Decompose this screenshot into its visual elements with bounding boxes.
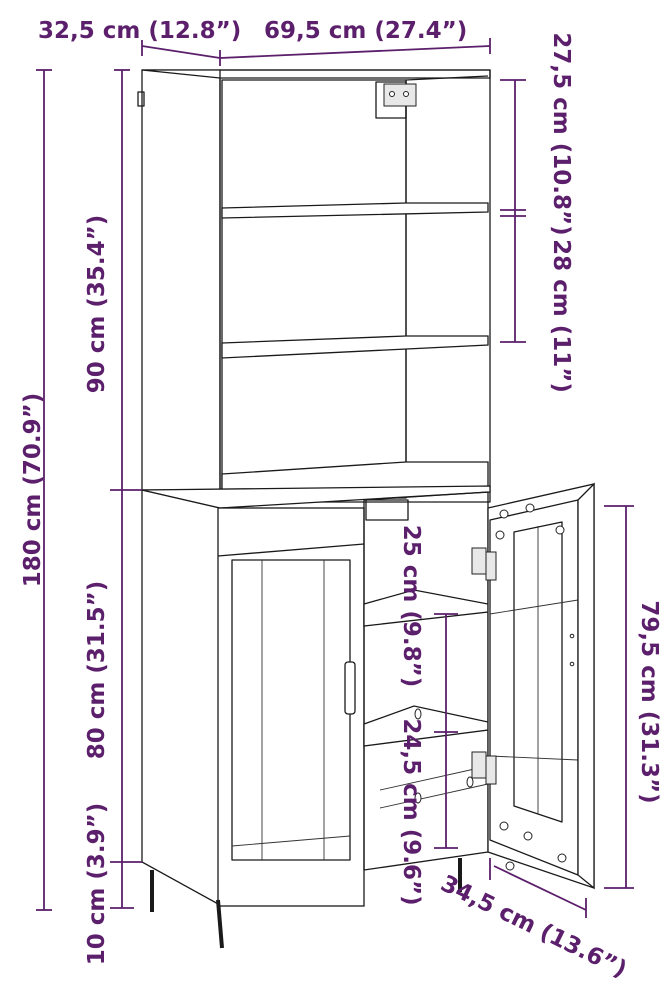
dimension-lines <box>36 38 634 918</box>
total-height-label: 180 cm (70.9”) <box>20 393 46 588</box>
lower-height-label: 80 cm (31.5”) <box>84 581 110 760</box>
lower-cabinet <box>141 485 491 949</box>
upper-height-label: 90 cm (35.4”) <box>84 215 110 394</box>
depth-top-label: 32,5 cm (12.8”) <box>38 18 241 44</box>
door-height-label: 79,5 cm (31.3”) <box>636 600 662 803</box>
inner-depth-label: 34,5 cm (13.6”) <box>437 871 631 983</box>
leg-height-label: 10 cm (3.9”) <box>84 803 110 966</box>
inner-gap-top-label: 25 cm (9.8”) <box>398 525 424 688</box>
shelf-gap-top-label: 27,5 cm (10.8”) <box>548 32 574 235</box>
width-label: 69,5 cm (27.4”) <box>264 18 467 44</box>
upper-hutch <box>137 69 491 503</box>
inner-gap-bottom-label: 24,5 cm (9.6”) <box>398 718 424 905</box>
shelf-gap-mid-label: 28 cm (11”) <box>548 239 574 393</box>
open-door <box>485 482 595 890</box>
